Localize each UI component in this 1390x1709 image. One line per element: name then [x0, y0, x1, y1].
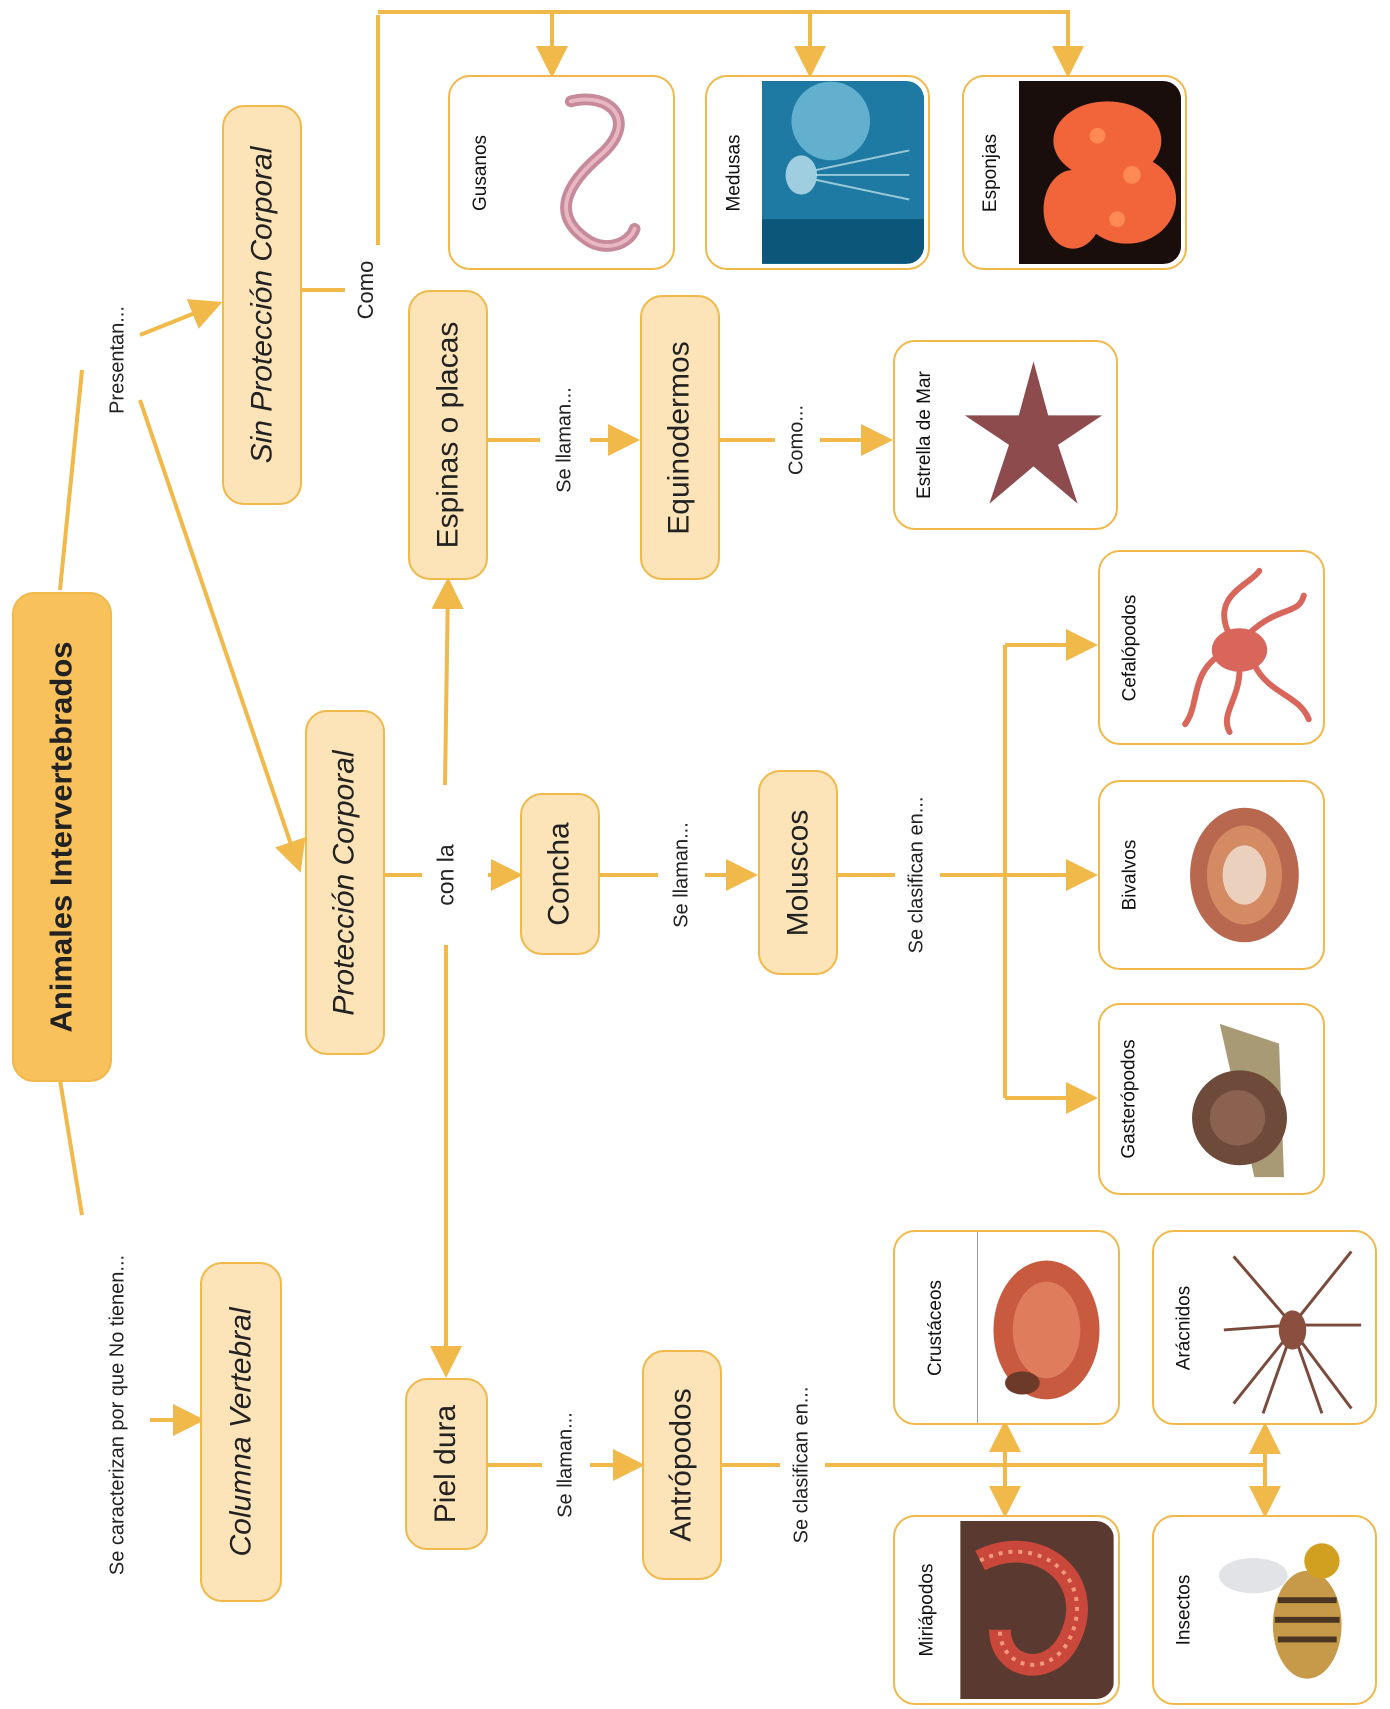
link-se-clasifican-artropodos: Se clasifican en... — [791, 1383, 814, 1548]
card-esponjas: Esponjas — [962, 75, 1187, 270]
spider-image — [1214, 1236, 1371, 1419]
card-miriapodos: Miriápodos — [893, 1515, 1120, 1705]
node-artropodos: Antrópodos — [642, 1350, 722, 1580]
sponge-image — [1019, 81, 1181, 264]
link-se-llaman-concha: Se llaman... — [671, 818, 694, 932]
link-se-llaman-espinas: Se llaman... — [554, 383, 577, 497]
node-columna: Columna Vertebral — [200, 1262, 282, 1602]
worm-image — [512, 81, 669, 264]
node-espinas: Espinas o placas — [408, 290, 488, 580]
link-como: Como — [353, 257, 379, 324]
card-cefalopodos: Cefalópodos — [1098, 550, 1325, 745]
link-se-clasifican-moluscos: Se clasifican en... — [906, 793, 929, 958]
link-como-equinodermos: Como... — [786, 401, 809, 479]
card-bivalvos: Bivalvos — [1098, 780, 1325, 970]
link-con-la: con la — [433, 840, 460, 909]
card-gusanos: Gusanos — [448, 75, 675, 270]
card-insectos: Insectos — [1152, 1515, 1377, 1705]
starfish-image — [955, 346, 1112, 524]
card-crustaceos: Crustáceos — [893, 1230, 1120, 1425]
card-estrella: Estrella de Mar — [893, 340, 1118, 530]
clam-image — [1160, 786, 1319, 964]
millipede-image — [960, 1521, 1114, 1699]
card-medusas: Medusas — [705, 75, 930, 270]
link-presentan: Presentan... — [107, 302, 130, 418]
node-piel-dura: Piel dura — [405, 1378, 488, 1550]
node-proteccion: Protección Corporal — [305, 710, 385, 1055]
link-se-caracterizan: Se caracterizan por que No tienen... — [107, 1251, 130, 1579]
octopus-image — [1160, 556, 1319, 739]
root-node: Animales Intervertebrados — [12, 592, 112, 1082]
snail-image — [1160, 1009, 1319, 1189]
root-title: Animales Intervertebrados — [44, 641, 80, 1032]
node-equinodermos: Equinodermos — [640, 295, 720, 580]
card-aracnidos: Arácnidos — [1152, 1230, 1377, 1425]
crab-image — [979, 1236, 1114, 1419]
node-sin-proteccion: Sin Protección Corporal — [222, 105, 302, 505]
jellyfish-image — [762, 81, 924, 264]
node-moluscos: Moluscos — [758, 770, 838, 975]
card-gasteropodos: Gasterópodos — [1098, 1003, 1325, 1195]
link-se-llaman-piel: Se llaman... — [555, 1408, 578, 1522]
node-concha: Concha — [520, 793, 600, 955]
bee-image — [1214, 1521, 1371, 1699]
